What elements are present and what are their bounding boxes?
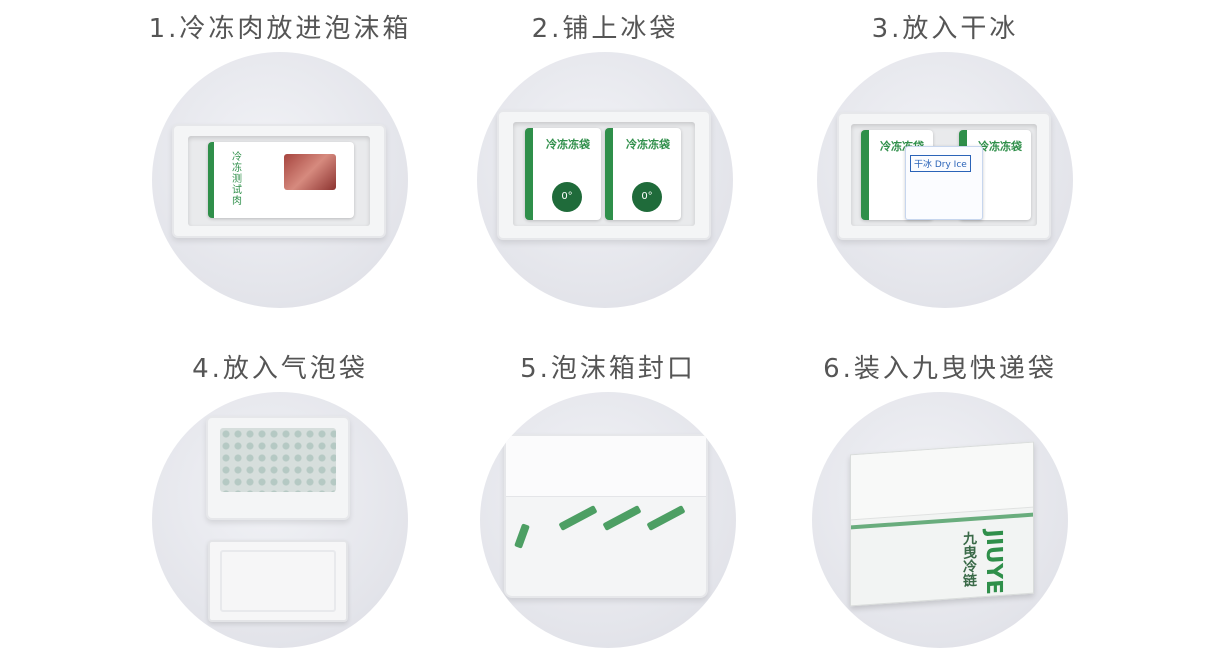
frozen-meat-pack: 冷冻测试肉 xyxy=(208,142,354,218)
foam-lid-rim xyxy=(220,550,336,612)
bag-top-face xyxy=(851,442,1033,521)
step-title: 4.放入气泡袋 xyxy=(192,354,368,384)
dry-ice-pack: 干冰 Dry Ice xyxy=(905,146,983,220)
sealed-foam-box xyxy=(504,434,708,598)
pack-label: 冷冻冻袋 xyxy=(546,138,590,151)
sealing-tape xyxy=(602,505,642,531)
bubble-wrap xyxy=(220,428,336,492)
sealing-tape xyxy=(646,505,686,531)
step-title: 2.铺上冰袋 xyxy=(531,14,679,44)
step-6: 6.装入九曳快递袋 JIUYE 九曳冷链 xyxy=(790,340,1090,660)
step-3: 3.放入干冰 冷冻冻袋 冷冻冻袋 干冰 Dry Ice xyxy=(795,0,1095,320)
step-image-circle: 冷冻冻袋 冷冻冻袋 干冰 Dry Ice xyxy=(817,52,1073,308)
foam-box xyxy=(206,416,350,520)
dry-ice-label: 干冰 Dry Ice xyxy=(910,155,971,172)
ice-pack: 冷冻冻袋 0° xyxy=(525,128,601,220)
foam-top-face xyxy=(506,436,706,497)
step-5: 5.泡沫箱封口 xyxy=(458,340,758,660)
step-image-circle: 冷冻冻袋 0° 冷冻冻袋 0° xyxy=(477,52,733,308)
step-image-circle: 冷冻测试肉 xyxy=(152,52,408,308)
step-4: 4.放入气泡袋 xyxy=(130,340,430,660)
step-image-circle: JIUYE 九曳冷链 xyxy=(812,392,1068,648)
meat-slab xyxy=(284,154,336,190)
express-bag: JIUYE 九曳冷链 xyxy=(850,441,1034,607)
step-title: 1.冷冻肉放进泡沫箱 xyxy=(148,14,412,44)
step-image-circle xyxy=(480,392,736,648)
foam-box: 冷冻测试肉 xyxy=(172,124,386,238)
step-title: 3.放入干冰 xyxy=(871,14,1019,44)
step-1: 1.冷冻肉放进泡沫箱 冷冻测试肉 xyxy=(130,0,430,320)
pack-label: 冷冻冻袋 xyxy=(626,138,670,151)
sealing-tape xyxy=(514,523,530,549)
foam-box-cavity: 冷冻冻袋 0° 冷冻冻袋 0° xyxy=(513,122,695,226)
foam-box: 冷冻冻袋 0° 冷冻冻袋 0° xyxy=(497,110,711,240)
step-2: 2.铺上冰袋 冷冻冻袋 0° 冷冻冻袋 0° xyxy=(455,0,755,320)
step-image-circle xyxy=(152,392,408,648)
pack-label: 冷冻测试肉 xyxy=(232,152,242,207)
step-title: 6.装入九曳快递袋 xyxy=(823,354,1057,384)
sealing-tape xyxy=(558,505,598,531)
temperature-badge: 0° xyxy=(552,182,582,212)
ice-pack: 冷冻冻袋 0° xyxy=(605,128,681,220)
bag-brand-chinese: 九曳冷链 xyxy=(961,530,977,588)
temperature-badge: 0° xyxy=(632,182,662,212)
foam-box-cavity: 冷冻冻袋 冷冻冻袋 干冰 Dry Ice xyxy=(851,124,1037,226)
pack-label: 冷冻冻袋 xyxy=(978,140,1022,153)
foam-box: 冷冻冻袋 冷冻冻袋 干冰 Dry Ice xyxy=(837,112,1051,240)
foam-box-cavity: 冷冻测试肉 xyxy=(188,136,370,226)
bag-brand-logo: JIUYE xyxy=(981,528,1006,596)
foam-lid xyxy=(208,540,348,622)
step-title: 5.泡沫箱封口 xyxy=(520,354,696,384)
